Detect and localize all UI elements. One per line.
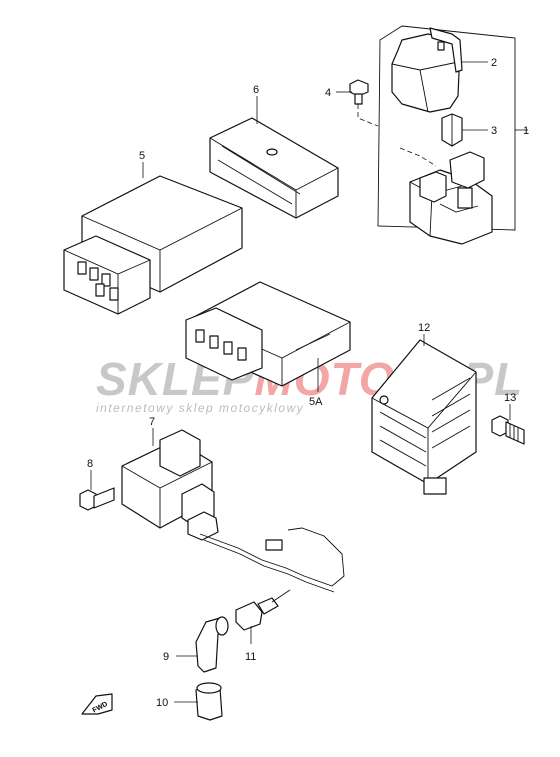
callouts: 1 2 3 4 5 5A 6 7 8 9 10 11 12 13 xyxy=(87,57,529,709)
fwd-arrow-icon: FWD xyxy=(81,693,113,715)
spark-plug-cap xyxy=(195,616,229,673)
bolt-8 xyxy=(79,487,115,511)
ecu-unit-5a xyxy=(185,281,351,387)
bolt-13 xyxy=(491,415,525,445)
starter-relay xyxy=(409,151,493,245)
callout-3: 3 xyxy=(491,125,497,137)
rubber-cap xyxy=(195,682,223,721)
callout-5: 5 xyxy=(139,150,145,162)
rubber-sleeve xyxy=(209,117,339,219)
leader-lines xyxy=(90,61,511,703)
assembly-lines xyxy=(357,104,437,167)
callout-8: 8 xyxy=(87,458,93,470)
callout-5a: 5A xyxy=(309,396,323,408)
relay-cover xyxy=(391,27,463,113)
regulator-rectifier xyxy=(371,339,477,495)
callout-11: 11 xyxy=(245,651,256,663)
callout-10: 10 xyxy=(156,697,168,709)
fuse xyxy=(441,113,463,147)
callout-9: 9 xyxy=(163,651,169,663)
watermark-tagline: internetowy sklep motocyklowy xyxy=(96,401,304,415)
ecu-unit xyxy=(63,175,243,315)
plug-terminal xyxy=(235,589,291,631)
callout-6: 6 xyxy=(253,84,259,96)
callout-2: 2 xyxy=(491,57,497,69)
callout-1: 1 xyxy=(523,125,529,137)
ignition-coil xyxy=(121,429,345,593)
callout-13: 13 xyxy=(504,392,516,404)
callout-7: 7 xyxy=(149,416,155,428)
bolt-4 xyxy=(349,79,369,105)
callout-4: 4 xyxy=(325,87,331,99)
callout-12: 12 xyxy=(418,322,430,334)
